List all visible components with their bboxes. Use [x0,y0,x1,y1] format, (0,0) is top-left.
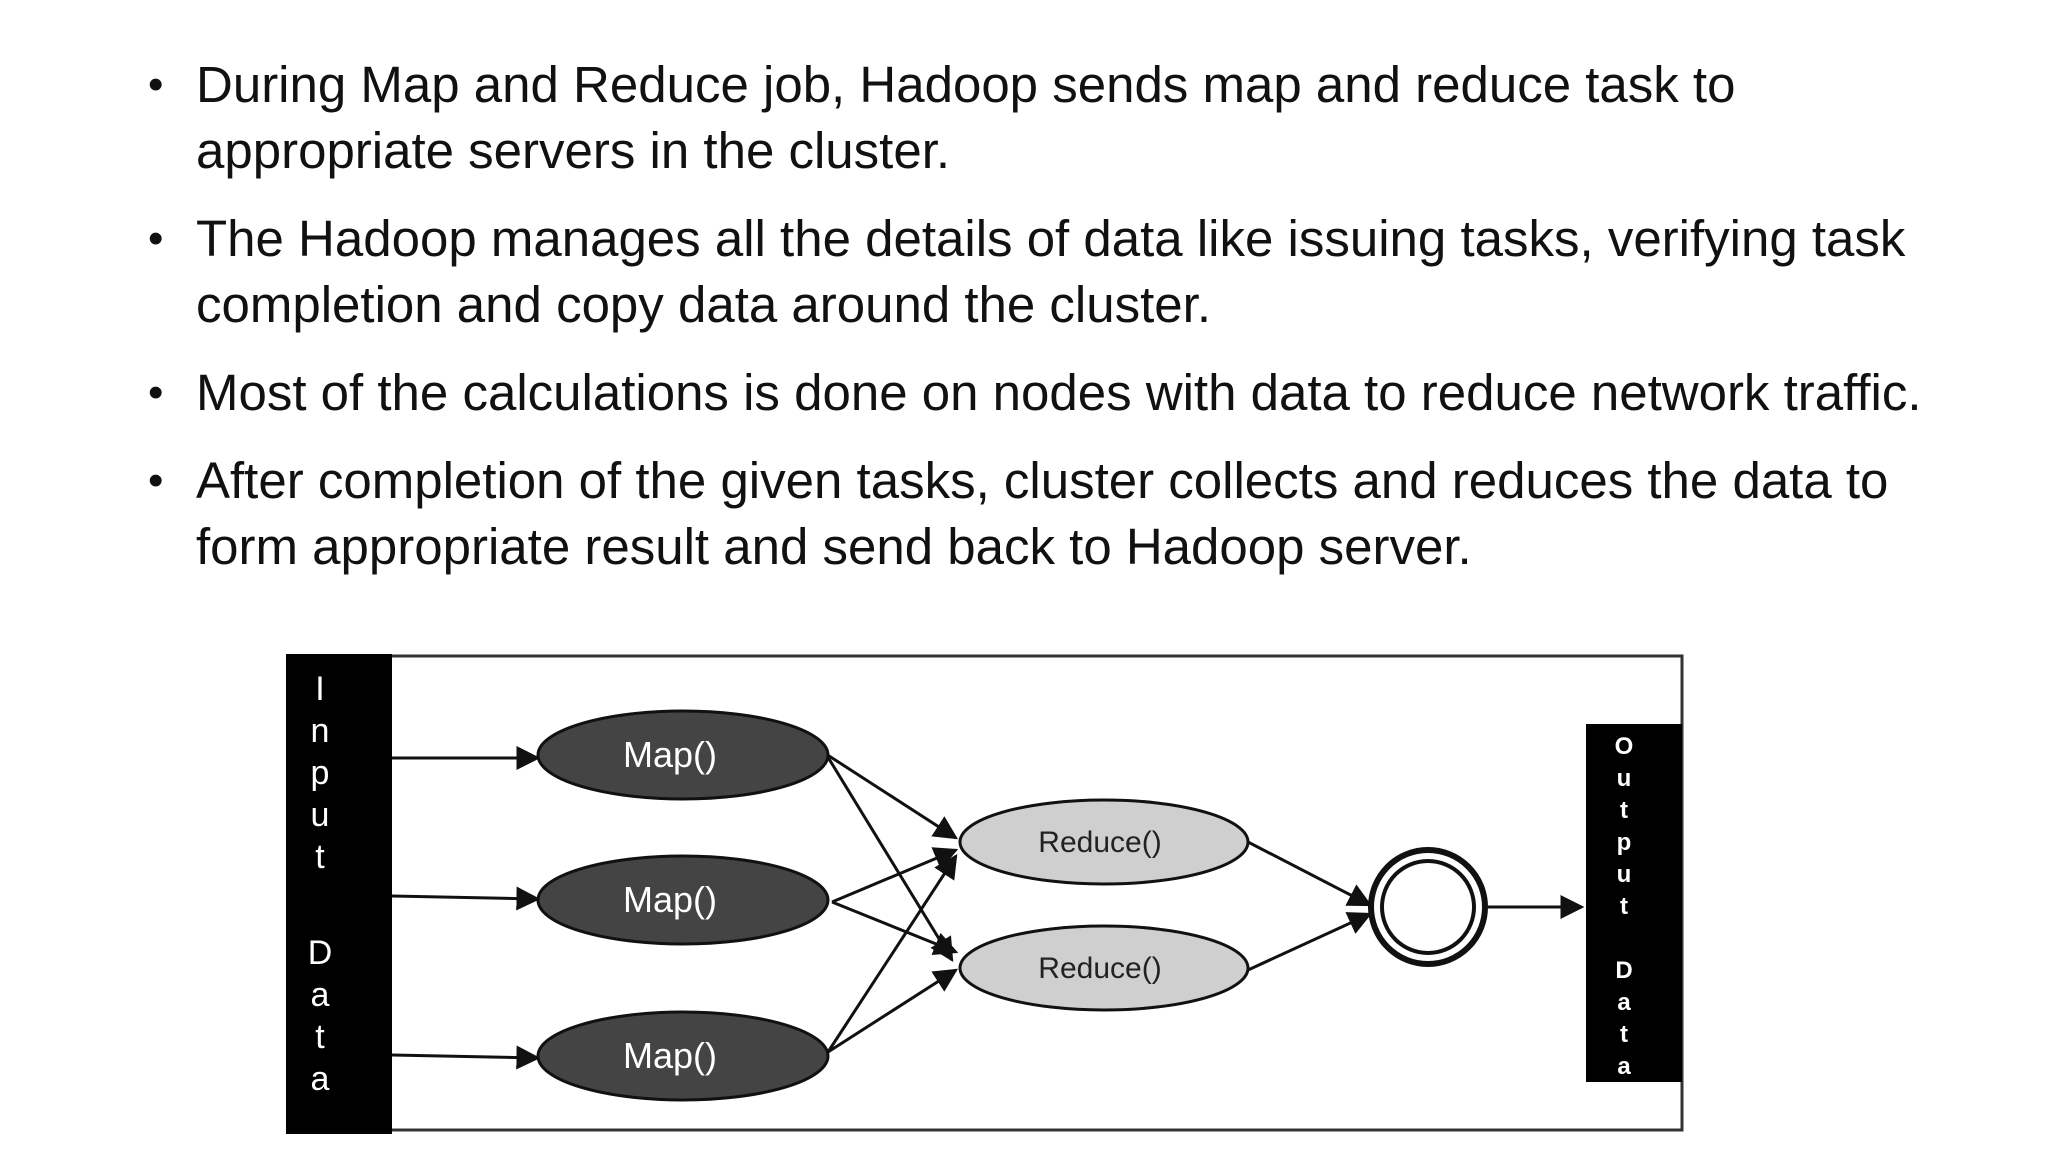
bullet-item: Most of the calculations is done on node… [148,360,1968,426]
bullet-text: During Map and Reduce job, Hadoop sends … [196,56,1736,179]
map-ellipse [536,854,830,946]
map-ellipse [536,1010,830,1102]
reduce-node: Reduce() [958,798,1250,886]
arrow-input-map-3 [391,1045,541,1070]
collector-node [1368,847,1488,967]
bullet-item: During Map and Reduce job, Hadoop sends … [148,52,1968,184]
arrow-map1-reduce1 [825,752,959,840]
arrow-reduce1-collector [1247,840,1373,907]
arrow-map3-reduce1 [826,853,958,1053]
reduce-label: Reduce() [1038,826,1161,859]
bullet-text: The Hadoop manages all the details of da… [196,210,1906,333]
reduce-ellipse [958,924,1250,1012]
reduce-label: Reduce() [1038,952,1161,985]
arrows [391,746,1585,1070]
bullet-text: After completion of the given tasks, clu… [196,452,1889,575]
reduce-ellipse [958,798,1250,886]
bullet-text: Most of the calculations is done on node… [196,364,1922,421]
reduce-node: Reduce() [958,924,1250,1012]
map-label: Map() [623,879,717,920]
output-data-bar [1586,724,1682,1082]
map-ellipse [536,709,830,801]
bullet-item: After completion of the given tasks, clu… [148,448,1968,580]
collector-inner-circle [1380,859,1476,955]
bullet-list: During Map and Reduce job, Hadoop sends … [148,52,1968,602]
map-node: Map() [536,709,830,801]
arrow-map2-reduce2 [831,900,959,956]
arrow-map1-reduce2 [824,753,954,963]
map-label: Map() [623,1035,717,1076]
map-label: Map() [623,734,717,775]
map-node: Map() [536,1010,830,1102]
arrow-input-map-2 [391,886,541,911]
arrow-reduce2-collector [1247,912,1373,972]
arrow-map3-reduce2 [827,968,959,1054]
input-data-bar [286,654,392,1134]
map-node: Map() [536,854,830,946]
bullet-item: The Hadoop manages all the details of da… [148,206,1968,338]
